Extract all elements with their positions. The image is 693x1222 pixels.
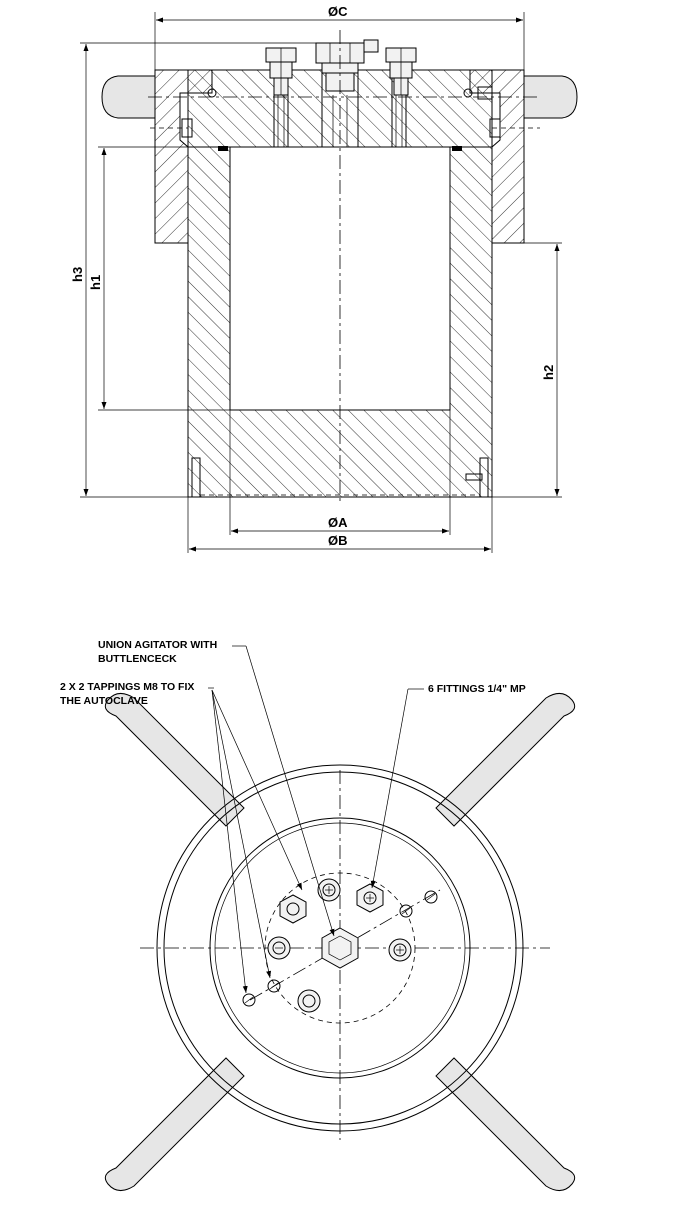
fitting-1 xyxy=(279,894,307,924)
foot-recess-left xyxy=(191,457,201,498)
dim-a-label: ØA xyxy=(328,515,348,530)
tapping-2 xyxy=(267,979,281,993)
fitting-4 xyxy=(267,936,291,960)
dim-h3-label: h3 xyxy=(70,267,85,282)
fitting-6 xyxy=(297,989,321,1013)
dim-b-label: ØB xyxy=(328,533,348,548)
fitting-left xyxy=(265,47,297,96)
callout-agitator-line1: UNION AGITATOR WITH xyxy=(98,639,217,651)
pin xyxy=(465,473,483,481)
dim-h1-label: h1 xyxy=(88,275,103,290)
callout-tappings-line1: 2 X 2 TAPPINGS M8 TO FIX xyxy=(60,681,194,693)
callout-fittings: 6 FITTINGS 1/4" MP xyxy=(428,683,526,695)
tapping-3 xyxy=(399,904,413,918)
seal-left xyxy=(218,146,228,151)
handle-right xyxy=(523,75,578,119)
fitting-3 xyxy=(356,883,384,913)
top-view: UNION AGITATOR WITH BUTTLENCECK 2 X 2 TA… xyxy=(60,639,576,1191)
handle-upper-right xyxy=(435,693,576,827)
handle-lower-left xyxy=(104,1057,245,1191)
fitting-2 xyxy=(317,878,341,902)
handle-left xyxy=(101,75,156,119)
dim-h2-label: h2 xyxy=(541,365,556,380)
foot-recess-right xyxy=(479,457,489,498)
handle-upper-left xyxy=(104,693,245,827)
fitting-5 xyxy=(388,938,412,962)
tapping-1 xyxy=(242,993,256,1007)
tapping-4 xyxy=(424,890,438,904)
callout-agitator-line2: BUTTLENCECK xyxy=(98,653,177,665)
union-agitator-hex xyxy=(321,927,359,969)
handle-lower-right xyxy=(435,1057,576,1191)
seal-right xyxy=(452,146,462,151)
callout-tappings-line2: THE AUTOCLAVE xyxy=(60,695,148,707)
section-view: ØC ØA ØB h3 h1 h2 xyxy=(70,4,578,553)
dim-c-label: ØC xyxy=(328,4,348,19)
fitting-right xyxy=(385,47,417,96)
